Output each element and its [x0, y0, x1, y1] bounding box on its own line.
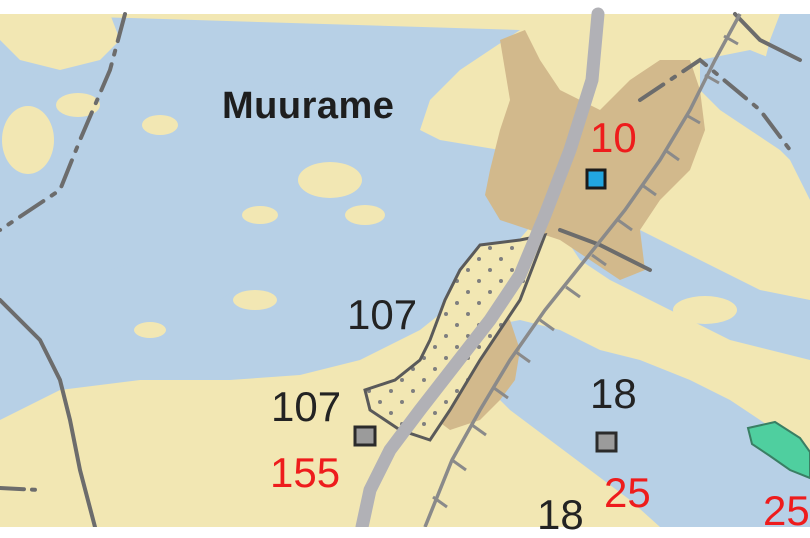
blue-station-value-label: 10	[590, 114, 637, 161]
measurement-station-blue-icon[interactable]	[585, 168, 607, 190]
place-name-muurame: Muurame	[222, 85, 395, 127]
dotted-area	[363, 232, 548, 442]
islands	[2, 93, 737, 349]
top-border	[0, 0, 810, 14]
map-canvas[interactable]	[0, 0, 810, 527]
railway-line	[423, 13, 742, 527]
road	[355, 7, 605, 527]
east-station-upper-label: 18	[590, 370, 637, 417]
boundaries	[0, 12, 802, 527]
west-station-upper-label: 107	[347, 291, 418, 338]
measurement-station-west-icon[interactable]	[353, 425, 377, 447]
east-station-value-label: 25	[604, 469, 651, 516]
west-station-lower-label: 107	[271, 383, 342, 430]
measurement-station-east-icon[interactable]	[595, 431, 618, 453]
edge-value-label: 25	[763, 487, 810, 534]
west-station-value-label: 155	[270, 449, 341, 496]
bottom-label: 18	[537, 491, 584, 538]
protected-area	[746, 420, 810, 480]
